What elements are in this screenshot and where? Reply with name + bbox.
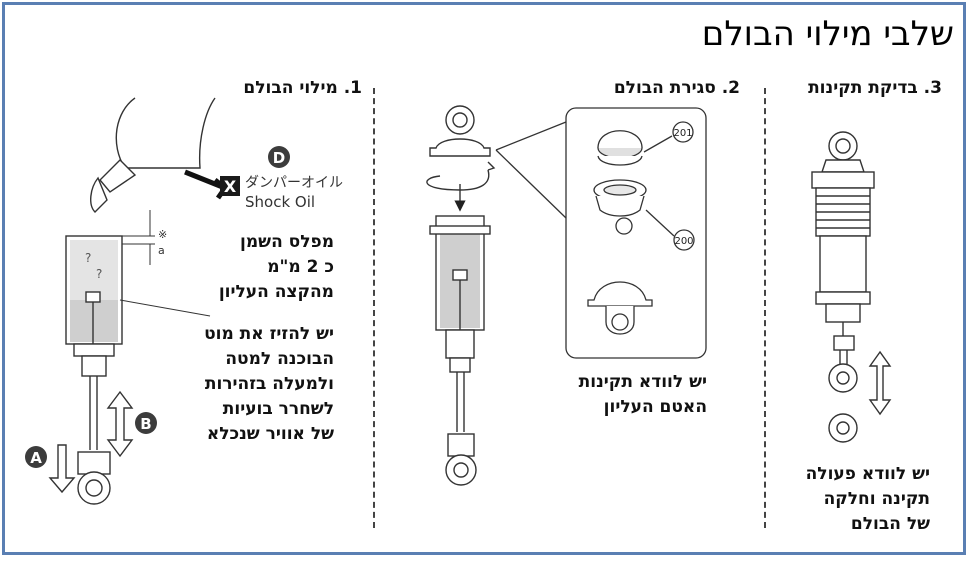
oil-bottle-illustration	[90, 97, 216, 213]
part-200-label: 200	[674, 236, 693, 247]
oil-english-label: Shock Oil	[245, 193, 315, 211]
move-rod-line-4: לשחרר בועיות	[222, 399, 334, 419]
up-down-arrow-step3	[868, 350, 892, 416]
function-check-line-1: יש לוודא פעולה	[805, 464, 930, 484]
up-down-arrow	[106, 390, 134, 458]
oil-x-badge-box	[220, 176, 240, 196]
oil-level-note: מפלס השמן כ 2 מ"מ מהקצה העליון	[219, 230, 334, 305]
step-1-heading: 1. מילוי הבולם	[243, 78, 362, 98]
step-3-heading: 3. בדיקת תקינות	[808, 78, 942, 98]
function-check-note: יש לוודא פעולה תקינה וחלקה של הבולם	[806, 462, 930, 537]
function-check-line-3: של הבולם	[850, 514, 930, 534]
part-200-circle	[673, 229, 695, 251]
divider-right	[764, 88, 766, 528]
marker-b: B	[140, 415, 151, 433]
marker-a-circle	[25, 446, 47, 468]
svg-text:?: ?	[96, 267, 102, 281]
measure-letter: a	[158, 244, 165, 257]
shock-body-step1: ? ?	[65, 210, 211, 505]
marker-b-circle	[135, 412, 157, 434]
shock-body-step3	[811, 131, 892, 443]
move-rod-line-3: ולמעלה בזהירות	[204, 374, 334, 394]
move-rod-line-2: הבוכנה למטה	[225, 349, 334, 369]
seal-check-line-2: האטם העליון	[603, 397, 707, 417]
seal-check-note: יש לוודא תקינות האטם העליון	[579, 370, 707, 420]
down-arrow	[48, 444, 76, 494]
marker-a: A	[30, 449, 42, 467]
marker-d-circle	[268, 146, 290, 168]
measure-symbol: ※	[158, 228, 167, 241]
oil-level-line-1: מפלס השמן	[240, 232, 334, 252]
move-arrows-step1	[48, 390, 134, 494]
function-check-line-2: תקינה וחלקה	[823, 489, 930, 509]
shock-body-step2	[426, 105, 496, 486]
page-title: שלבי מילוי הבולם	[701, 14, 954, 54]
part-201-circle	[672, 121, 694, 143]
oil-level-line-3: מהקצה העליון	[218, 282, 334, 302]
seal-check-line-1: יש לוודא תקינות	[578, 372, 707, 392]
seal-detail-inset	[495, 107, 707, 359]
step-2-heading: 2. סגירת הבולם	[613, 78, 740, 98]
part-201-label: 201	[673, 128, 692, 139]
oil-japanese-label: ダンパーオイル	[245, 175, 343, 191]
oil-x-badge: X	[224, 177, 237, 196]
move-rod-line-1: יש להזיז את מוט	[204, 324, 334, 344]
move-rod-line-5: של אוויר שנכלא	[206, 424, 334, 444]
shock-oil-label-group: X ダンパーオイル Shock Oil D	[184, 146, 343, 211]
oil-level-line-2: כ 2 מ"מ	[267, 257, 334, 277]
move-rod-note: יש להזיז את מוט הבוכנה למטה ולמעלה בזהיר…	[204, 322, 334, 447]
svg-text:?: ?	[85, 251, 91, 265]
marker-d: D	[273, 149, 285, 167]
divider-left	[373, 88, 375, 528]
